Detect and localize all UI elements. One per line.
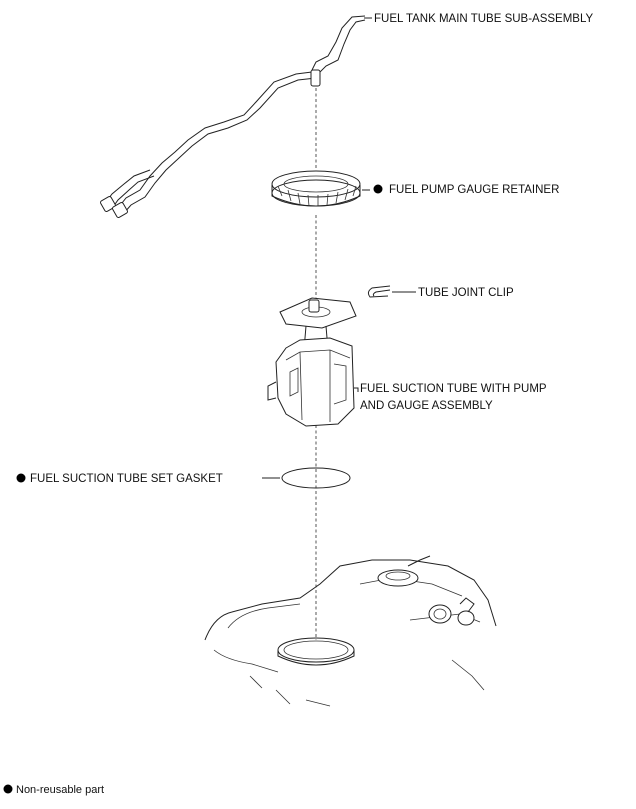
fuel-pump-gauge-retainer <box>271 170 361 207</box>
label-gasket: FUEL SUCTION TUBE SET GASKET <box>30 473 223 485</box>
fuel-tank <box>204 555 497 707</box>
legend: Non-reusable part <box>3 784 104 796</box>
label-retainer: FUEL PUMP GAUGE RETAINER <box>389 184 559 196</box>
leader-suction-tube <box>354 387 359 392</box>
label-suction-tube-line2: AND GAUGE ASSEMBLY <box>360 400 493 412</box>
non-reusable-marker-retainer <box>373 184 383 194</box>
legend-marker-icon <box>3 784 13 794</box>
fuel-suction-tube-set-gasket <box>281 467 351 489</box>
label-suction-tube-line1: FUEL SUCTION TUBE WITH PUMP <box>360 383 547 395</box>
tube-joint-clip <box>367 285 391 298</box>
fuel-tank-main-tube <box>100 15 366 218</box>
label-clip: TUBE JOINT CLIP <box>418 287 514 299</box>
non-reusable-marker-gasket <box>16 473 26 483</box>
legend-text: Non-reusable part <box>16 784 104 796</box>
label-main-tube: FUEL TANK MAIN TUBE SUB-ASSEMBLY <box>374 13 594 25</box>
fuel-suction-tube-assembly <box>267 297 357 427</box>
